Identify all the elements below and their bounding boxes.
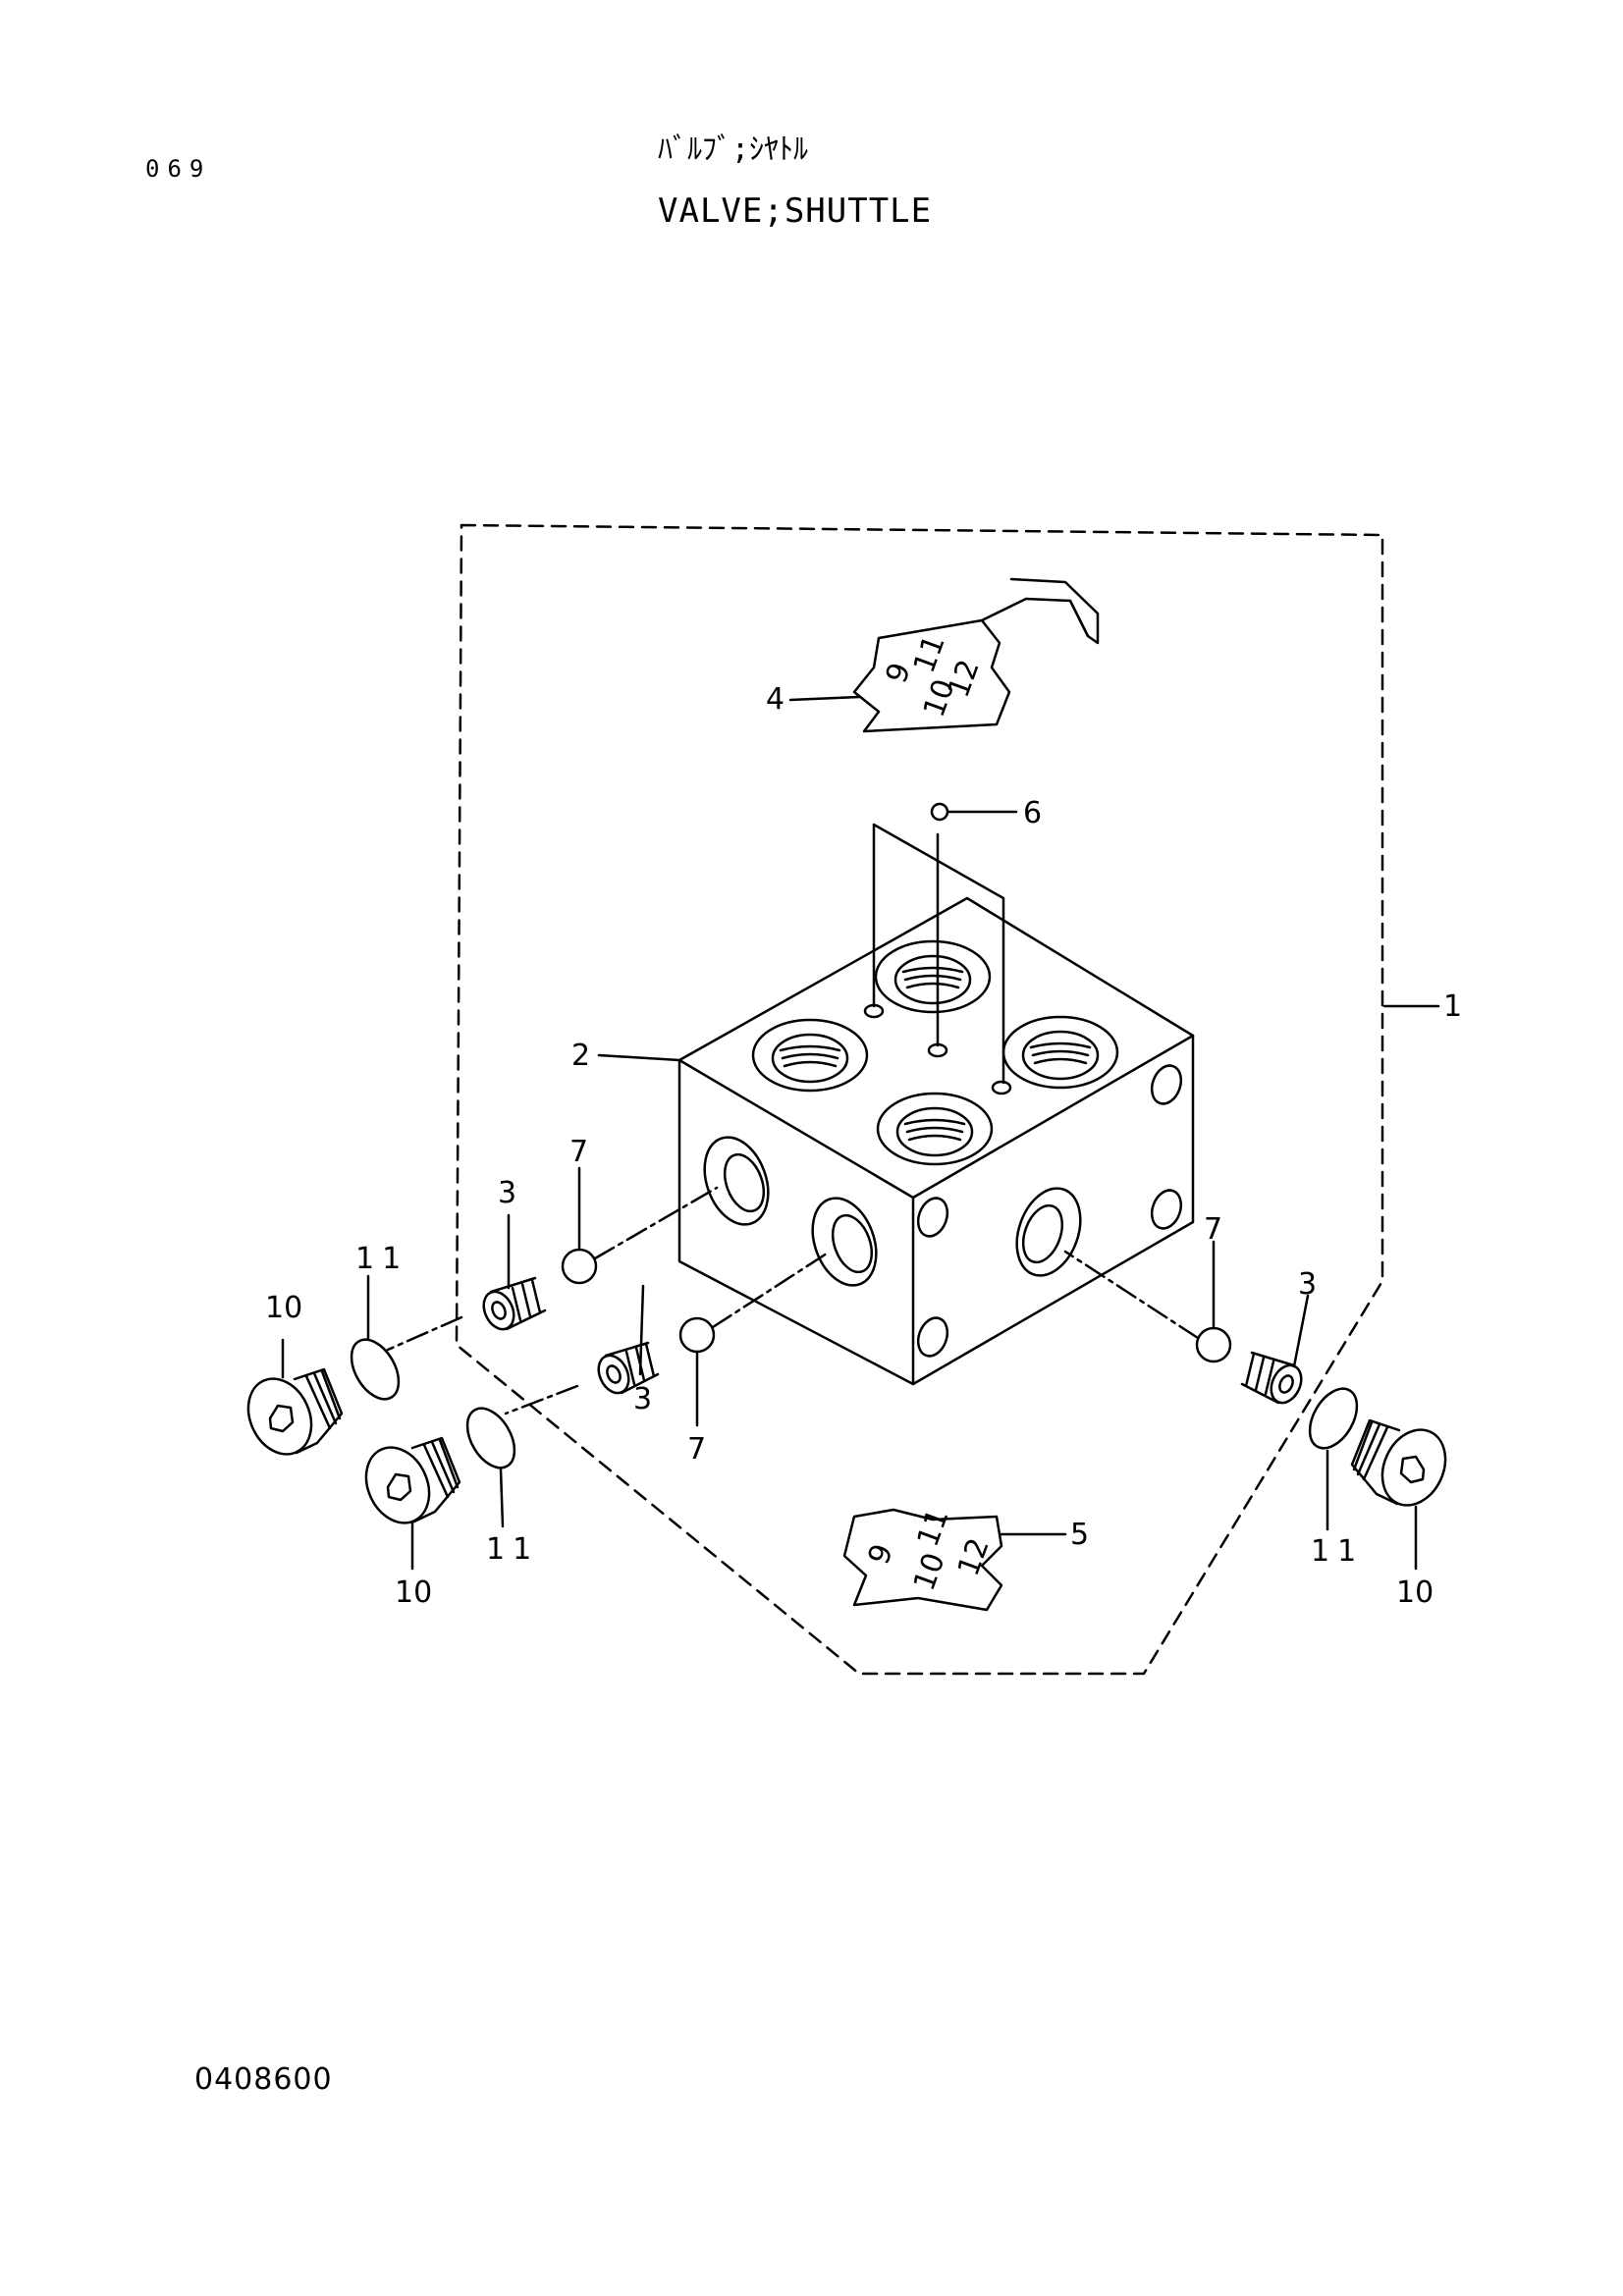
title-japanese: ﾊﾞﾙﾌﾞ;ｼﾔﾄﾙ xyxy=(658,133,809,167)
o-ring-11 xyxy=(1308,1387,1359,1450)
o-ring-11 xyxy=(465,1407,516,1469)
callout-11: 11 xyxy=(355,1242,408,1276)
callout-7: 7 xyxy=(569,1135,588,1169)
page-number: 069 xyxy=(145,155,212,183)
title-english: VALVE;SHUTTLE xyxy=(658,191,933,231)
name-plate-top: 11 9 12 10 xyxy=(852,577,1100,733)
callout-6: 6 xyxy=(1023,796,1042,830)
callout-3: 3 xyxy=(1298,1267,1317,1302)
callout-11: 11 xyxy=(486,1532,539,1567)
plug-10 xyxy=(364,1436,461,1524)
callout-1: 1 xyxy=(1443,989,1462,1024)
plug-10 xyxy=(246,1367,344,1456)
ball-7 xyxy=(561,1248,598,1285)
callout-3: 3 xyxy=(498,1176,516,1210)
ball-6 xyxy=(930,802,949,822)
callout-4: 4 xyxy=(766,682,784,717)
callout-5: 5 xyxy=(1070,1518,1089,1552)
callout-3: 3 xyxy=(633,1382,652,1416)
callout-7: 7 xyxy=(1204,1212,1222,1247)
ball-7 xyxy=(678,1316,716,1354)
callout-2: 2 xyxy=(571,1039,590,1073)
o-ring-11 xyxy=(350,1338,401,1401)
callout-10: 10 xyxy=(1396,1575,1434,1610)
plug-3 xyxy=(1240,1351,1303,1405)
valve-body xyxy=(677,896,1195,1386)
drawing-number: 0408600 xyxy=(194,2062,333,2097)
plug-3 xyxy=(482,1276,547,1331)
plug-3 xyxy=(597,1341,660,1395)
name-plate-bottom: 11 9 10 12 xyxy=(842,1505,1003,1612)
side-ports xyxy=(703,1064,1183,1358)
assembly-boundary xyxy=(455,523,1384,1676)
ball-7 xyxy=(1195,1326,1232,1363)
callout-7: 7 xyxy=(687,1432,706,1467)
plate-bottom-mark: 9 xyxy=(862,1539,900,1569)
top-ports xyxy=(751,939,1119,1166)
callout-11: 11 xyxy=(1311,1534,1364,1569)
callout-10: 10 xyxy=(395,1575,432,1610)
plate-bottom-mark: 10 xyxy=(907,1548,952,1595)
plate-bottom-mark: 11 xyxy=(911,1505,956,1552)
callout-10: 10 xyxy=(265,1291,302,1325)
plug-10 xyxy=(1350,1418,1447,1507)
